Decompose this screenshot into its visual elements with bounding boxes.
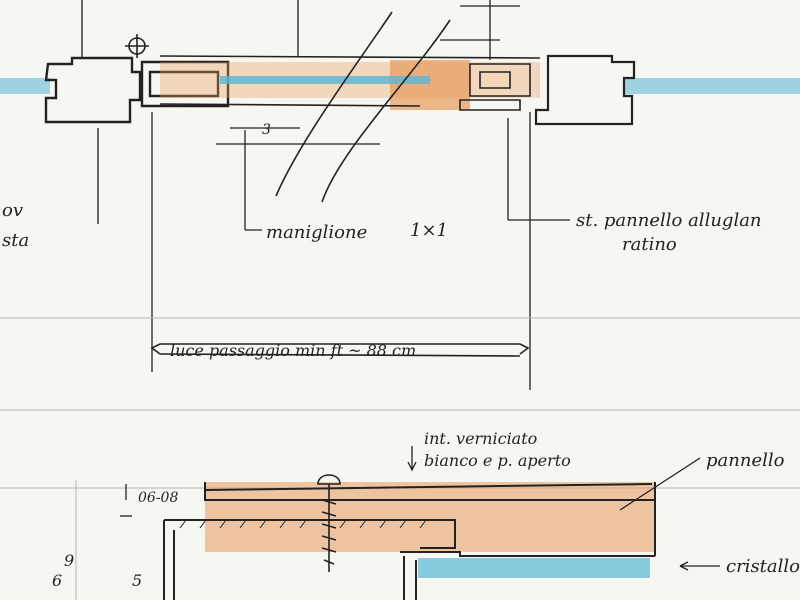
handle-section: 1×1 xyxy=(410,220,448,241)
dimension-3: 3 xyxy=(262,122,271,138)
detail-glass xyxy=(418,558,650,578)
interior-line-2: bianco e p. aperto xyxy=(424,451,571,470)
left-top-fragment: ov xyxy=(2,200,23,221)
dim-left-c: 5 xyxy=(132,571,142,590)
span-dimension-arrow xyxy=(150,343,530,357)
wood-panel-accent xyxy=(390,60,470,110)
screw-icon xyxy=(317,474,341,572)
crosshair-symbol xyxy=(125,34,149,58)
dim-left-a: 6 xyxy=(52,571,62,590)
right-frame-profile xyxy=(534,54,636,126)
right-bottom-label: ratino xyxy=(622,234,677,255)
interior-line-1: int. verniciato xyxy=(424,429,537,448)
glass-core xyxy=(220,76,430,84)
dim-left-b: 9 xyxy=(64,551,74,570)
span-label: luce passaggio min ft ~ 88 cm xyxy=(170,341,416,360)
left-bottom-fragment: sta xyxy=(2,230,29,251)
diagonal-sketch-lines xyxy=(275,11,451,203)
pencil-guides xyxy=(0,317,800,600)
dim-top-small: 06-08 xyxy=(138,490,178,506)
detail-outlines xyxy=(163,482,656,600)
handle-label: maniglione xyxy=(266,222,367,243)
leader-lines xyxy=(81,0,570,390)
glass-band-right xyxy=(625,78,800,94)
glass-band-left xyxy=(0,78,50,94)
right-top-label: st. pannello alluglan xyxy=(576,210,762,231)
panel-outlines xyxy=(159,55,541,111)
panel-label: pannello xyxy=(706,450,785,471)
detail-wood-panel xyxy=(205,482,655,552)
door-profile-left xyxy=(140,60,230,108)
left-frame-profile xyxy=(44,56,142,124)
detail-leaders xyxy=(120,446,720,571)
detail-hatch xyxy=(179,519,427,529)
cristallo-label: cristallo xyxy=(726,556,800,577)
